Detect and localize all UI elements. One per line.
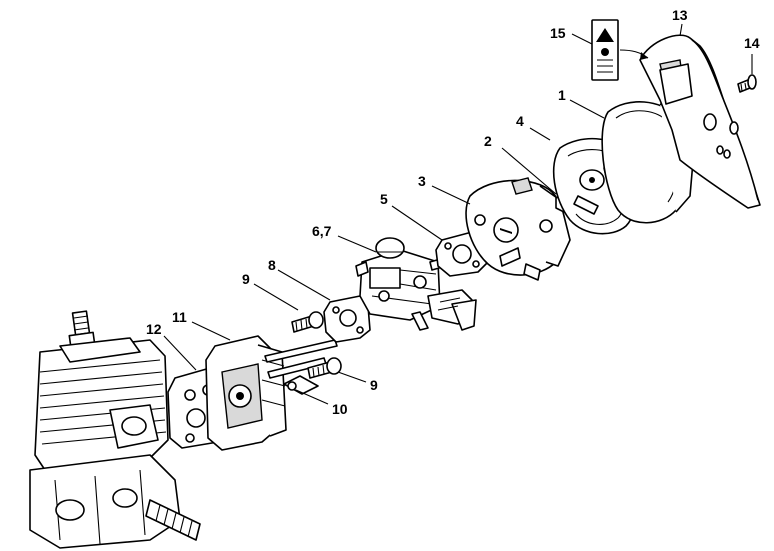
callout-12: 12 <box>146 321 162 337</box>
part-11-intake-flange <box>205 335 338 451</box>
leader-8 <box>277 269 331 301</box>
engine-cylinder <box>29 310 201 549</box>
part-15-warning-label <box>591 19 619 81</box>
leader-5 <box>391 205 443 241</box>
callout-4: 4 <box>516 113 524 129</box>
part-3-filter-base <box>465 177 571 281</box>
leader-15 <box>571 33 593 45</box>
crankshaft <box>145 499 201 541</box>
leader-13 <box>679 23 683 37</box>
leader-11 <box>191 321 231 341</box>
part-6-7-carburetor <box>355 237 477 331</box>
part-13-filter-cover <box>639 34 761 209</box>
part-8-gasket <box>323 295 371 343</box>
leader-1 <box>569 99 605 119</box>
leader-6-7 <box>337 235 377 253</box>
callout-1: 1 <box>558 87 566 103</box>
callout-8: 8 <box>268 257 276 273</box>
callout-5: 5 <box>380 191 388 207</box>
callout-14: 14 <box>744 35 760 51</box>
part-9-screw-lower <box>307 357 342 379</box>
callout-10: 10 <box>332 401 348 417</box>
part-9-screw-upper <box>291 311 324 333</box>
part-14-screw <box>737 74 757 93</box>
leader-9-lower <box>337 371 367 383</box>
callout-6-7: 6,7 <box>312 223 332 239</box>
leader-3 <box>431 185 471 205</box>
callout-13: 13 <box>672 7 688 23</box>
leader-4 <box>529 127 551 141</box>
callout-9-upper: 9 <box>242 271 250 287</box>
callout-15: 15 <box>550 25 566 41</box>
leader-10 <box>295 389 329 405</box>
part-10-bracket <box>283 375 319 395</box>
callout-2: 2 <box>484 133 492 149</box>
callout-labels: 1 2 3 4 5 6,7 8 9 9 10 11 12 13 14 15 <box>146 7 760 417</box>
callout-11: 11 <box>172 309 187 325</box>
leader-2 <box>501 147 557 195</box>
leader-12 <box>163 335 197 371</box>
leader-lines <box>163 23 753 405</box>
callout-3: 3 <box>418 173 426 189</box>
leader-9-upper <box>253 283 299 311</box>
callout-9-lower: 9 <box>370 377 378 393</box>
